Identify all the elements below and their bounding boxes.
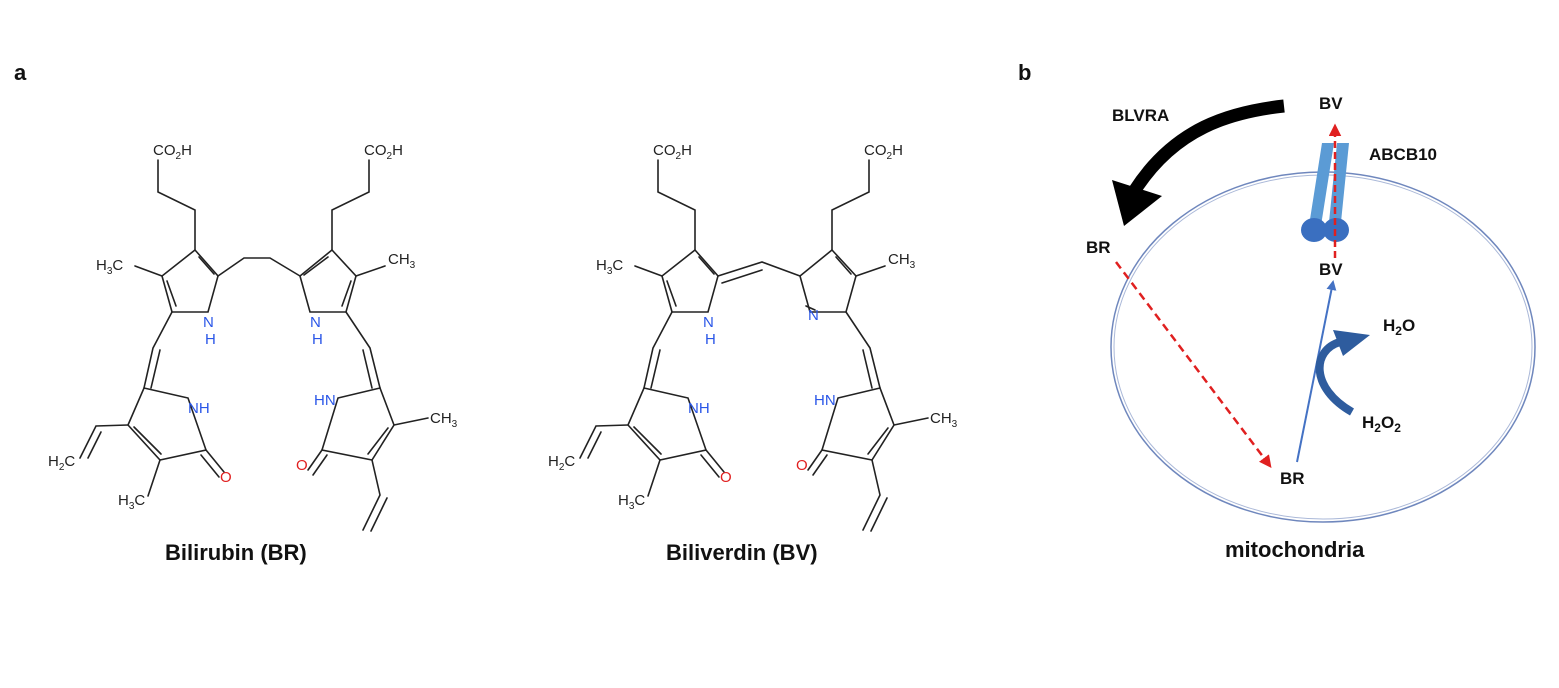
hn-label: HN — [814, 392, 836, 409]
co2h-label: CO2H — [653, 142, 692, 162]
co2h-label: CO2H — [153, 142, 192, 162]
br-import-arrow — [1115, 261, 1272, 468]
abcb10-label: ABCB10 — [1369, 145, 1437, 164]
bilirubin-structure: CO2H CO2H H3C CH3 N H N H NH HN O O H2C … — [48, 142, 458, 532]
n-atom-label: N — [310, 314, 321, 331]
peroxide-curved-arrow — [1315, 330, 1370, 416]
methyl-label: CH3 — [388, 251, 416, 271]
h-atom-label: H — [705, 331, 716, 348]
methyl-label: H3C — [96, 257, 123, 277]
o-atom-label: O — [720, 469, 732, 486]
n-atom-label: N — [808, 307, 819, 324]
co2h-label: CO2H — [864, 142, 903, 162]
h2c-label: H2C — [48, 453, 75, 473]
blvra-label: BLVRA — [1112, 106, 1169, 125]
bv-outside-label: BV — [1319, 94, 1343, 113]
methyl-label: H3C — [618, 492, 645, 512]
bilirubin-caption: Bilirubin (BR) — [165, 540, 307, 565]
h2c-label: H2C — [548, 453, 575, 473]
nh-label: NH — [188, 400, 210, 417]
h-atom-label: H — [205, 331, 216, 348]
bv-inside-label: BV — [1319, 260, 1343, 279]
methyl-label: CH3 — [888, 251, 916, 271]
h-atom-label: H — [312, 331, 323, 348]
blvra-arrow — [1112, 99, 1285, 226]
panel-a-label: a — [14, 60, 27, 85]
biliverdin-caption: Biliverdin (BV) — [666, 540, 818, 565]
co2h-label: CO2H — [364, 142, 403, 162]
methyl-label: CH3 — [930, 410, 958, 430]
panel-b-label: b — [1018, 60, 1031, 85]
methyl-label: CH3 — [430, 410, 458, 430]
n-atom-label: N — [703, 314, 714, 331]
hn-label: HN — [314, 392, 336, 409]
methyl-label: H3C — [118, 492, 145, 512]
abcb10-transporter — [1301, 143, 1349, 242]
o-atom-label: O — [296, 457, 308, 474]
h2o-label: H2O — [1383, 316, 1415, 338]
o-atom-label: O — [796, 457, 808, 474]
br-to-bv-arrow — [1296, 280, 1337, 463]
nh-label: NH — [688, 400, 710, 417]
biliverdin-structure: CO2H CO2H H3C CH3 N H N NH HN O O H2C H3… — [548, 142, 958, 532]
br-inside-label: BR — [1280, 469, 1305, 488]
o-atom-label: O — [220, 469, 232, 486]
methyl-label: H3C — [596, 257, 623, 277]
h2o2-label: H2O2 — [1362, 413, 1401, 435]
n-atom-label: N — [203, 314, 214, 331]
br-outside-label: BR — [1086, 238, 1111, 257]
mitochondria-label: mitochondria — [1225, 537, 1365, 562]
